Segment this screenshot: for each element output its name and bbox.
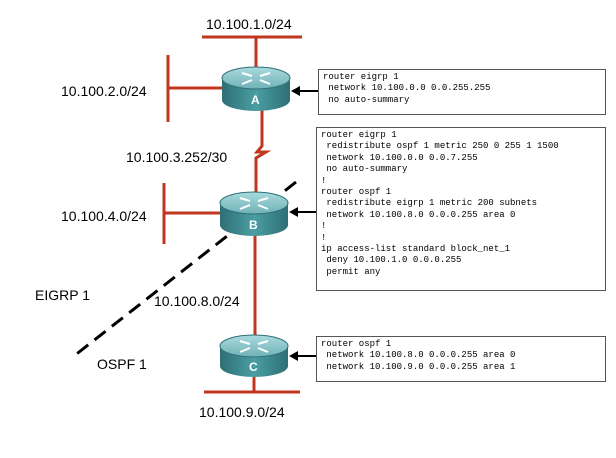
network-label-net-4: 10.100.4.0/24 bbox=[61, 208, 147, 224]
serial-link-a-b bbox=[253, 108, 272, 194]
router-b-label: B bbox=[249, 218, 258, 232]
router-c-label: C bbox=[249, 360, 258, 374]
config-line: ! bbox=[321, 232, 327, 243]
config-line: network 10.100.8.0 0.0.0.255 area 0 bbox=[321, 350, 516, 361]
config-line: permit any bbox=[321, 266, 381, 277]
config-box-router-c: router ospf 1 network 10.100.8.0 0.0.0.2… bbox=[316, 336, 606, 382]
config-line: ! bbox=[321, 221, 327, 232]
network-label-net-1: 10.100.1.0/24 bbox=[206, 16, 292, 32]
config-line: deny 10.100.1.0 0.0.0.255 bbox=[321, 255, 462, 266]
network-label-net-8: 10.100.8.0/24 bbox=[154, 293, 240, 309]
config-line: redistribute ospf 1 metric 250 0 255 1 1… bbox=[321, 141, 559, 152]
router-c-icon[interactable]: C bbox=[219, 334, 289, 377]
config-line: ! bbox=[321, 175, 327, 186]
network-label-net-2: 10.100.2.0/24 bbox=[61, 83, 147, 99]
config-line: no auto-summary bbox=[321, 164, 408, 175]
config-line: network 10.100.0.0 0.0.255.255 bbox=[323, 83, 491, 94]
domain-label-ospf: OSPF 1 bbox=[97, 356, 147, 372]
router-b-icon[interactable]: B bbox=[219, 191, 289, 236]
network-label-net-3: 10.100.3.252/30 bbox=[126, 149, 228, 165]
config-line: router ospf 1 bbox=[321, 339, 392, 349]
config-line: network 10.100.8.0 0.0.0.255 area 0 bbox=[321, 209, 516, 220]
config-line: network 10.100.9.0 0.0.0.255 area 1 bbox=[321, 361, 516, 372]
config-line: router eigrp 1 bbox=[323, 72, 399, 82]
router-a-label: A bbox=[251, 93, 260, 107]
config-line: router ospf 1 bbox=[321, 187, 392, 198]
arrow-left-icon bbox=[291, 86, 318, 96]
network-label-net-9: 10.100.9.0/24 bbox=[199, 404, 285, 420]
domain-label-eigrp: EIGRP 1 bbox=[35, 287, 90, 303]
config-line: redistribute eigrp 1 metric 200 subnets bbox=[321, 198, 538, 209]
arrow-left-icon bbox=[289, 207, 316, 217]
config-line: network 10.100.0.0 0.0.7.255 bbox=[321, 152, 478, 163]
config-line: no auto-summary bbox=[323, 94, 410, 105]
config-box-router-b: router eigrp 1 redistribute ospf 1 metri… bbox=[316, 127, 606, 291]
router-a-icon[interactable]: A bbox=[221, 66, 291, 111]
config-line: ip access-list standard block_net_1 bbox=[321, 244, 511, 255]
config-box-router-a: router eigrp 1 network 10.100.0.0 0.0.25… bbox=[318, 69, 606, 115]
config-line: router eigrp 1 bbox=[321, 130, 397, 140]
arrow-left-icon bbox=[289, 351, 316, 361]
